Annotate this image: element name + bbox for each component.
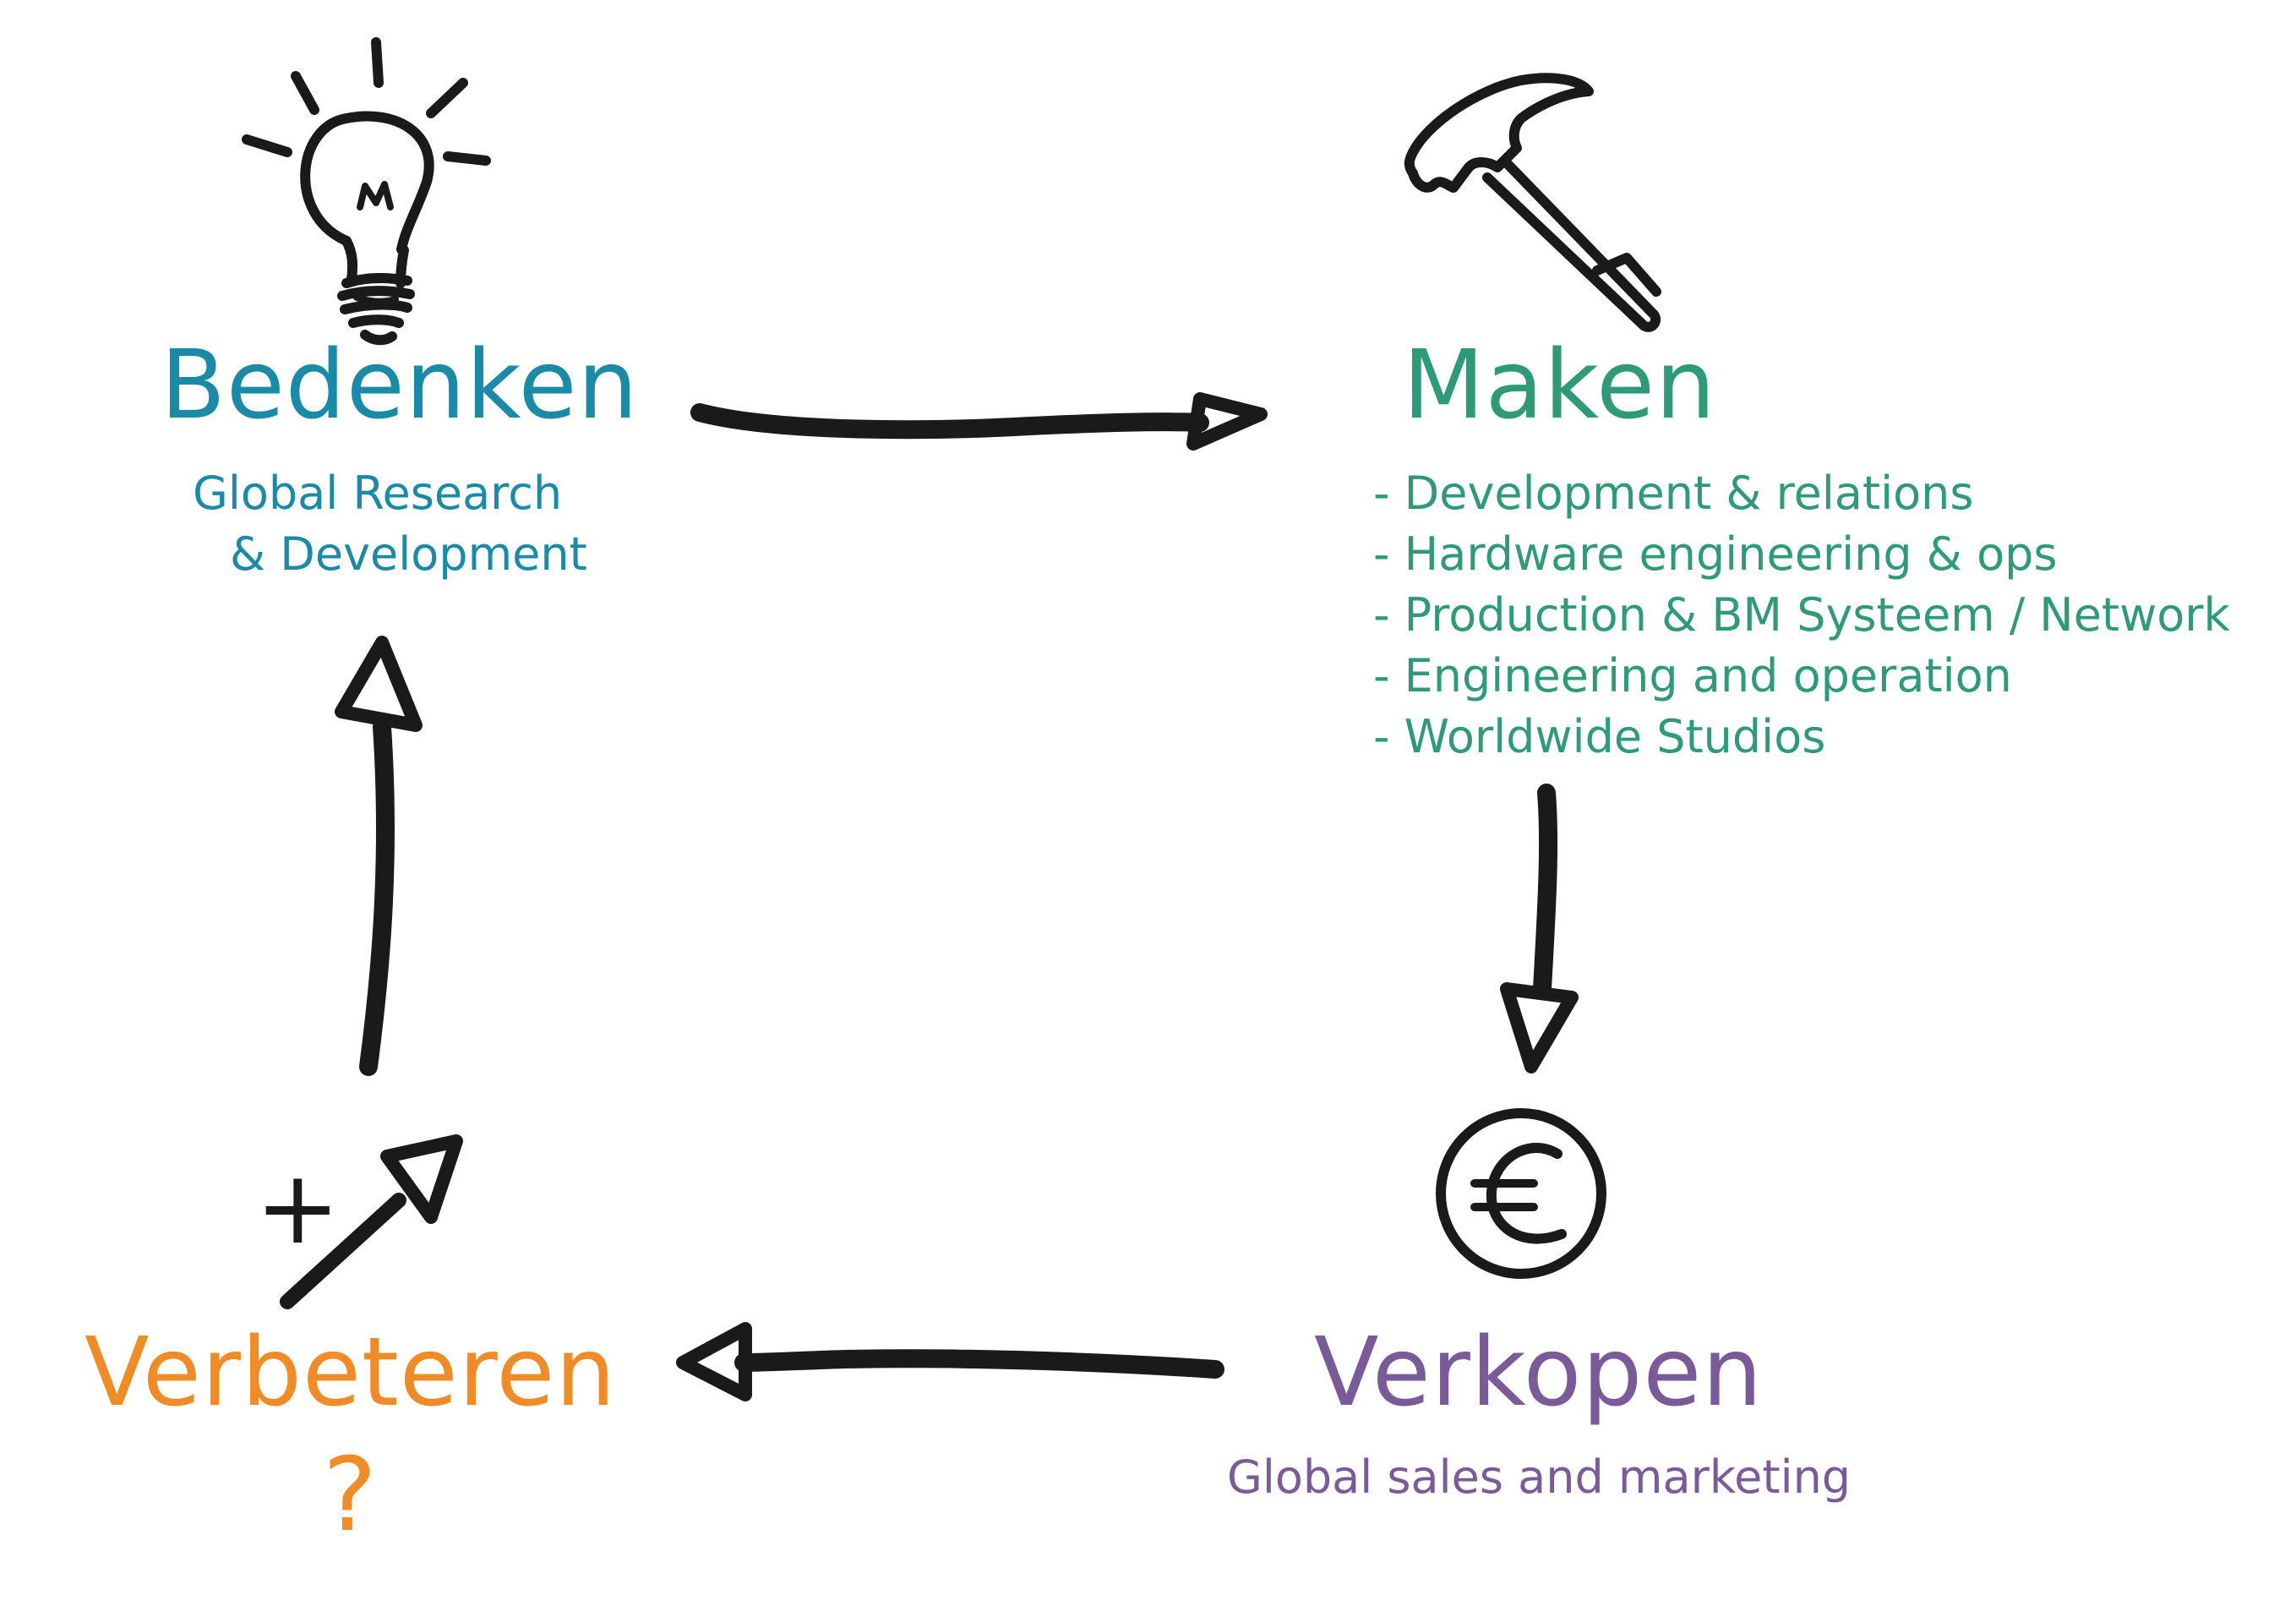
lightbulb-icon bbox=[242, 37, 491, 346]
maken-list-item: - Production & BM Systeem / Network bbox=[1373, 588, 2230, 642]
plus-sign: + bbox=[255, 1150, 341, 1267]
bedenken-subtitle-line2: & Development bbox=[230, 527, 587, 581]
hammer-icon bbox=[1404, 73, 1661, 332]
arrow-maken-to-verkopen bbox=[1500, 784, 1579, 1073]
verbeteren-question: ? bbox=[323, 1437, 377, 1554]
bedenken-subtitle-line1: Global Research bbox=[193, 467, 563, 520]
verkopen-title: Verkopen bbox=[1314, 1318, 1764, 1428]
arrow-verbeteren-to-bedenken bbox=[335, 636, 423, 1076]
euro-coin-icon bbox=[1436, 1108, 1606, 1279]
maken-list-item: - Worldwide Studios bbox=[1373, 710, 1826, 763]
maken-list-item: - Engineering and operation bbox=[1373, 649, 2012, 702]
verkopen-subtitle: Global sales and marketing bbox=[1227, 1450, 1852, 1504]
arrow-verkopen-to-verbeteren bbox=[676, 1322, 1224, 1401]
maken-title: Maken bbox=[1403, 330, 1717, 440]
maken-list-item: - Hardware engineering & ops bbox=[1373, 527, 2058, 581]
maken-list-item: - Development & relations bbox=[1373, 467, 1974, 520]
verbeteren-title: Verbeteren bbox=[85, 1318, 617, 1428]
arrow-bedenken-to-maken bbox=[690, 392, 1268, 451]
maken-list: - Development & relations - Hardware eng… bbox=[1373, 463, 2230, 767]
improve-arrow-icon bbox=[280, 1134, 463, 1309]
bedenken-title: Bedenken bbox=[161, 330, 639, 440]
